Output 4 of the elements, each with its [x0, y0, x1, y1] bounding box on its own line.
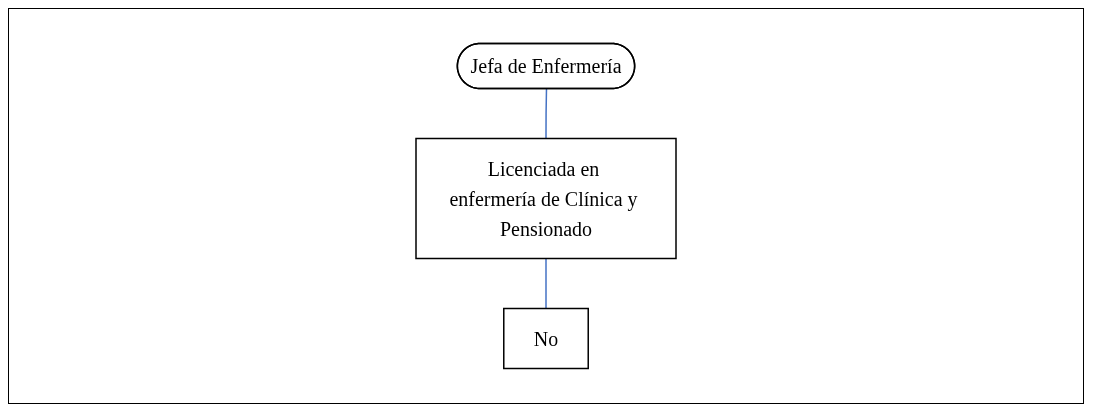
node-box: Licenciada en enfermería de Clínica y Pensionado — [415, 137, 677, 260]
connector — [545, 88, 548, 140]
node-box: No — [503, 307, 589, 370]
connector — [545, 257, 547, 310]
